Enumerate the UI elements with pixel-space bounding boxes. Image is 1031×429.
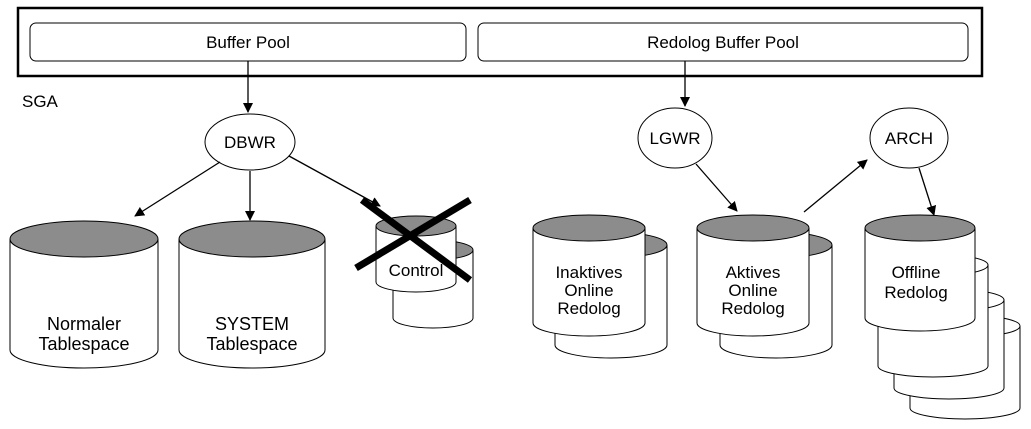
arch-process: ARCH [869,107,949,169]
inactive-redolog-line3: Redolog [557,299,620,318]
control-label: Control [389,261,444,280]
dbwr-process: DBWR [204,113,296,171]
normal-tablespace-line2: Tablespace [38,334,129,354]
dbwr-label: DBWR [224,133,276,152]
redolog-buffer-pool-label: Redolog Buffer Pool [647,33,799,52]
offline-redolog-line1: Offline [892,263,941,282]
offline-redolog-stack: Offline Redolog [864,214,1021,420]
inactive-redolog-cylinders: Inaktives Online Redolog [532,214,668,359]
lgwr-label: LGWR [650,129,701,148]
cross-out-line-1 [359,197,473,283]
system-tablespace-line1: SYSTEM [215,314,289,334]
active-redolog-line1: Aktives [726,263,781,282]
arrow-arch-to-offline [918,167,937,216]
arrow-dbwr-to-normal [134,161,221,217]
active-redolog-line2: Online [728,281,777,300]
inactive-redolog-line1: Inaktives [555,263,622,282]
arrow-lgwr-to-active [695,163,738,212]
arrow-dbwr-to-control [288,155,381,207]
arch-label: ARCH [885,129,933,148]
sga-label: SGA [22,92,59,111]
buffer-pool-label: Buffer Pool [206,33,290,52]
sga-panel: Buffer Pool Redolog Buffer Pool [16,6,984,78]
active-redolog-cylinders: Aktives Online Redolog [696,214,833,359]
offline-redolog-line2: Redolog [884,283,947,302]
cross-out-line-2 [354,196,472,272]
arrow-active-to-arch [803,159,868,213]
redolog-buffer-pool-box [477,22,969,62]
system-tablespace-line2: Tablespace [206,334,297,354]
active-redolog-line3: Redolog [721,299,784,318]
flow-arrows [134,61,937,221]
control-file-cylinders: Control [354,196,474,329]
system-tablespace-cylinder: SYSTEM Tablespace [178,220,326,369]
inactive-redolog-line2: Online [564,281,613,300]
normal-tablespace-line1: Normaler [47,314,121,334]
normal-tablespace-cylinder: Normaler Tablespace [9,220,159,369]
lgwr-process: LGWR [637,107,713,169]
